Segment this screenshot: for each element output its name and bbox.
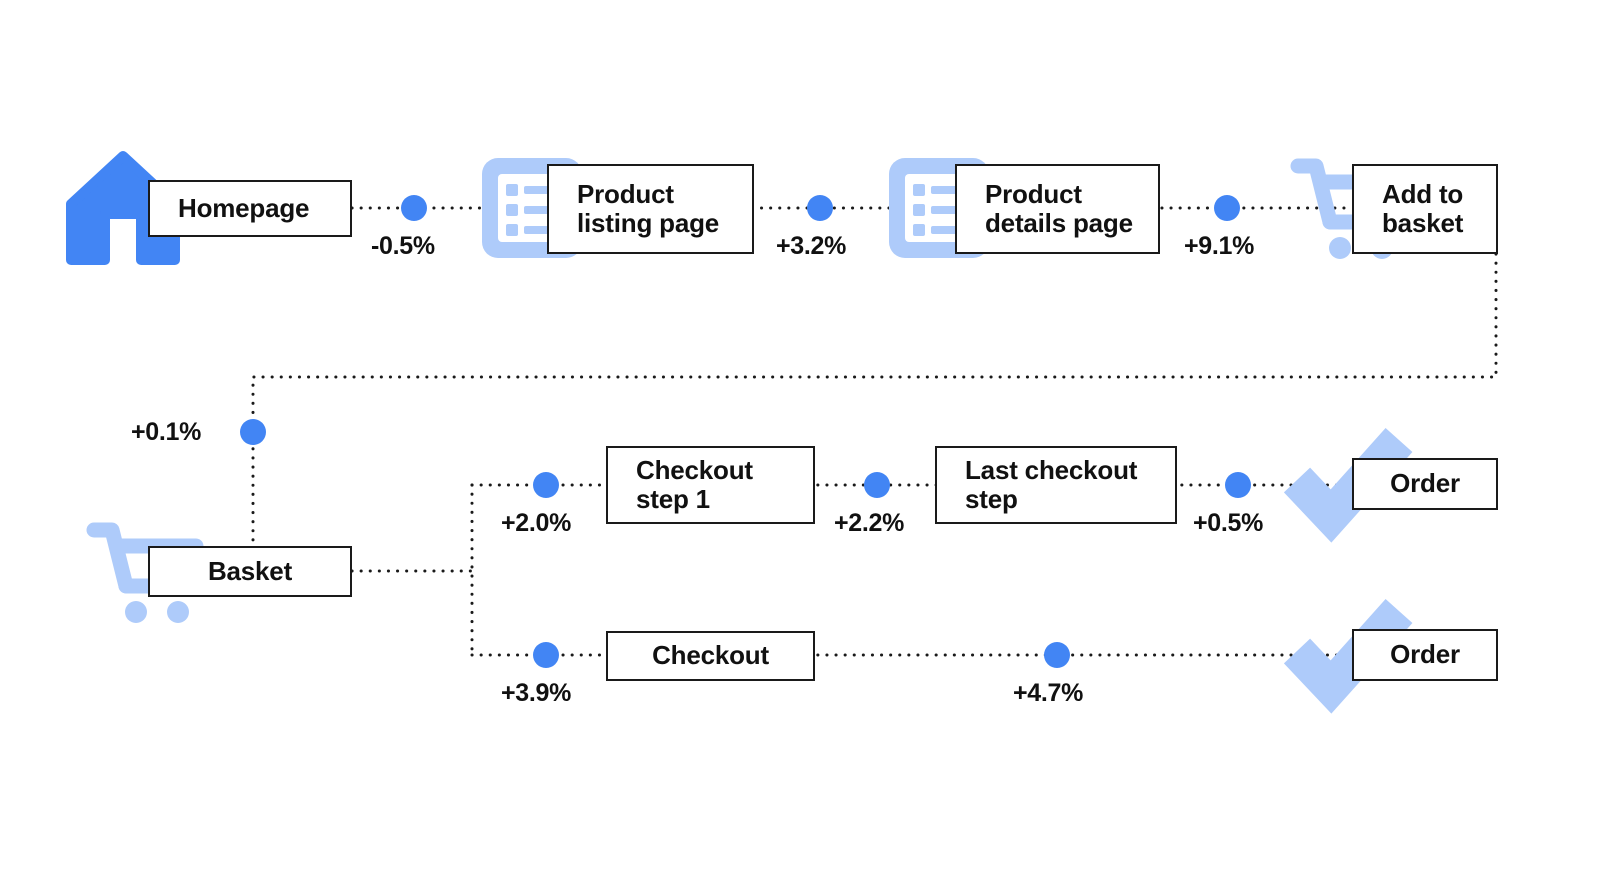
- node-checkout[interactable]: Checkout: [606, 631, 815, 681]
- delta-dot-d3[interactable]: [1214, 195, 1240, 221]
- node-basket[interactable]: Basket: [148, 546, 352, 597]
- node-label-checkout-step-1: Checkout step 1: [636, 454, 753, 514]
- delta-dot-d8[interactable]: [533, 642, 559, 668]
- delta-label-last-checkout-to-order-top: +0.5%: [1193, 509, 1264, 537]
- node-order-bottom[interactable]: Order: [1352, 629, 1498, 681]
- delta-dot-d5[interactable]: [533, 472, 559, 498]
- delta-label-product-listing-to-product-details: +3.2%: [776, 232, 847, 260]
- list-page-icon-bullet: [913, 204, 925, 216]
- delta-dot-d7[interactable]: [1225, 472, 1251, 498]
- delta-label-add-to-basket-to-basket: +0.1%: [131, 418, 202, 446]
- node-checkout-step-1[interactable]: Checkout step 1: [606, 446, 815, 524]
- node-add-to-basket[interactable]: Add to basket: [1352, 164, 1498, 254]
- list-page-icon-bullet: [506, 204, 518, 216]
- node-label-order-bottom: Order: [1390, 639, 1460, 670]
- node-homepage[interactable]: Homepage: [148, 180, 352, 237]
- node-product-listing[interactable]: Product listing page: [547, 164, 754, 254]
- list-page-icon-bullet: [913, 224, 925, 236]
- node-product-details[interactable]: Product details page: [955, 164, 1160, 254]
- node-label-add-to-basket: Add to basket: [1382, 178, 1464, 238]
- delta-label-product-details-to-add-to-basket: +9.1%: [1184, 232, 1255, 260]
- delta-label-basket-to-checkout: +3.9%: [501, 679, 572, 707]
- delta-dot-d2[interactable]: [807, 195, 833, 221]
- node-last-checkout[interactable]: Last checkout step: [935, 446, 1177, 524]
- list-page-icon-bullet: [913, 184, 925, 196]
- list-page-icon-bullet: [506, 224, 518, 236]
- node-label-homepage: Homepage: [178, 192, 310, 223]
- delta-label-checkout-step-1-to-last-checkout: +2.2%: [834, 509, 905, 537]
- delta-label-basket-to-checkout-step-1: +2.0%: [501, 509, 572, 537]
- shopping-cart-icon-wheel-left: [125, 601, 147, 623]
- delta-label-homepage-to-product-listing: -0.5%: [371, 232, 435, 260]
- node-label-checkout: Checkout: [652, 640, 769, 671]
- node-label-product-listing: Product listing page: [577, 178, 720, 238]
- list-page-icon-bullet: [506, 184, 518, 196]
- node-label-last-checkout: Last checkout step: [965, 454, 1138, 514]
- delta-dot-d9[interactable]: [1044, 642, 1070, 668]
- shopping-cart-icon-wheel-left: [1329, 237, 1351, 259]
- delta-dot-d6[interactable]: [864, 472, 890, 498]
- delta-dot-d4[interactable]: [240, 419, 266, 445]
- shopping-cart-icon-wheel-right: [167, 601, 189, 623]
- delta-dot-d1[interactable]: [401, 195, 427, 221]
- node-order-top[interactable]: Order: [1352, 458, 1498, 510]
- delta-label-checkout-to-order-bottom: +4.7%: [1013, 679, 1084, 707]
- node-label-product-details: Product details page: [985, 178, 1133, 238]
- node-label-order-top: Order: [1390, 468, 1460, 499]
- node-label-basket: Basket: [207, 555, 293, 586]
